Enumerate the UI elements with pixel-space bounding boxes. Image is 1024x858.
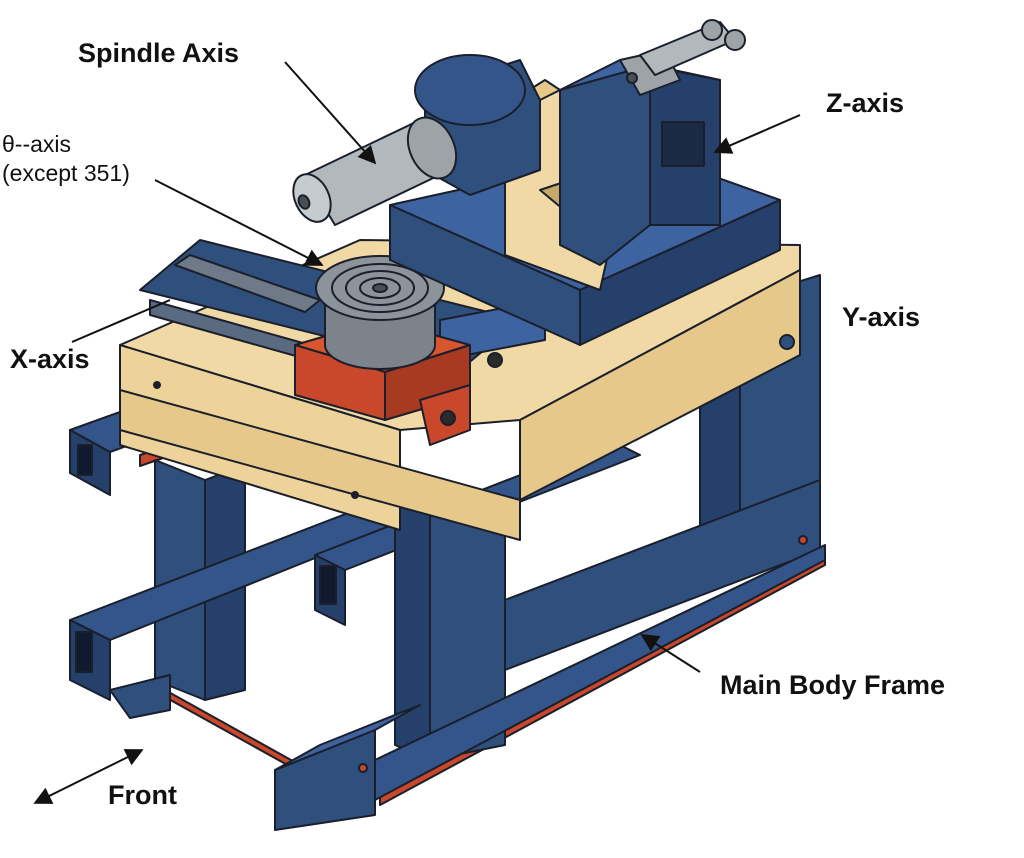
spindle-collar [406,116,458,180]
rotary-ring-3 [359,277,401,299]
theta-table [294,255,503,446]
bed-lower-front [119,389,521,541]
left-crossbar-hole [75,631,93,673]
z-column-front [559,64,651,266]
bed-dot-1 [153,381,161,389]
theta-axis-label: θ--axis (except 351) [2,130,130,188]
spindle-callout [284,61,377,165]
x-axis-label: X-axis [10,344,90,374]
frame-bolt-2 [358,763,368,773]
main-body-frame-label: Main Body Frame [720,670,946,700]
back-rail-hole [77,444,93,476]
spindle-tip [292,173,332,223]
bed-dot-2 [351,491,359,499]
callouts [33,61,801,804]
z-axis-label: Z-axis [826,88,905,118]
mid-crossbar-hole [319,565,337,605]
front-arrow [33,749,144,804]
rotary-ring-1 [331,263,429,313]
rotary-ring-2 [345,270,415,306]
frame-center-leg-side [394,499,431,761]
theta-axis-line1: θ--axis [2,131,72,157]
spindle-axis-label: Spindle Axis [78,38,240,68]
bed-hole-right [779,334,795,350]
frame-bolt-1 [798,535,808,545]
floor-strip-left [164,689,301,773]
z-callout [713,114,801,154]
theta-axis-line2: (except 351) [2,160,130,186]
spindle-assembly [292,54,541,226]
frame-callout [640,634,701,673]
z-saddle-side [579,199,781,346]
theta-side-bolt [487,352,503,368]
bed-right-face [519,269,801,501]
frame-left-foot [109,674,171,719]
spindle-tip-hole [297,194,311,210]
rotary-center [372,283,388,293]
spindle-housing-end [414,54,526,126]
x-callout [71,299,171,343]
z-arm-bolt [626,72,638,84]
z-column-window [661,121,705,167]
front-label: Front [108,780,177,810]
theta-clamp-bolt [440,410,456,426]
frame-front-foot-top [274,704,421,771]
y-axis-label: Y-axis [842,302,921,332]
z-axis-assembly [389,19,781,346]
z-arm-pivot-1 [701,19,723,41]
theta-callout [154,179,324,266]
z-arm-pivot-2 [724,29,746,51]
